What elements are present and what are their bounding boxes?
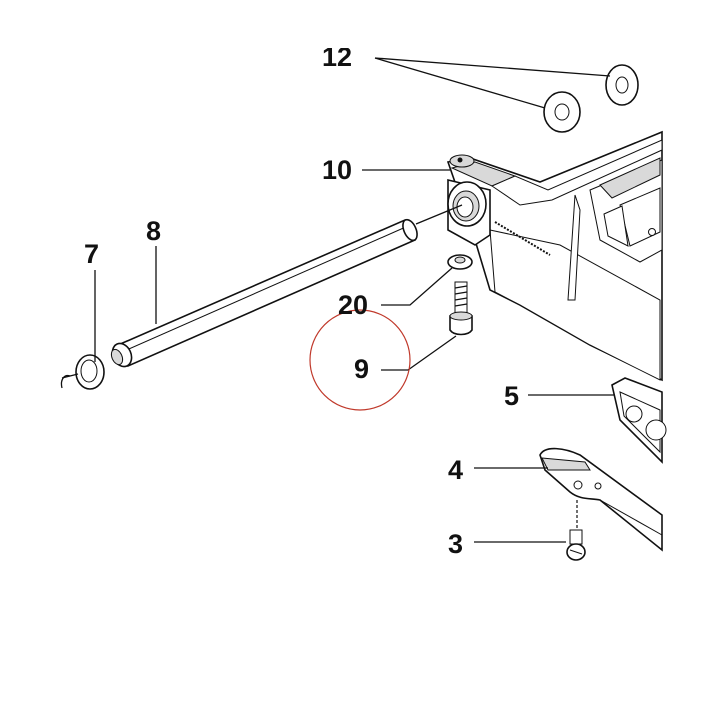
callout-4: 4 <box>448 455 463 485</box>
washer-12-lower[interactable] <box>543 91 581 133</box>
callout-20: 20 <box>338 290 368 320</box>
washer-20[interactable] <box>447 254 473 270</box>
bolt-9[interactable] <box>449 281 473 336</box>
callout-3: 3 <box>448 529 463 559</box>
screw-3[interactable] <box>566 500 586 561</box>
washer-12-upper[interactable] <box>605 64 639 106</box>
axle-shaft[interactable] <box>109 218 420 370</box>
callout-10: 10 <box>322 155 352 185</box>
callout-9: 9 <box>354 354 369 384</box>
top-clip-mask <box>300 0 380 48</box>
circlip[interactable] <box>60 354 105 390</box>
swing-arm[interactable] <box>446 130 663 382</box>
callout-8: 8 <box>146 216 161 246</box>
leader-lines <box>94 57 615 543</box>
highlight-circle <box>309 309 411 411</box>
callout-5: 5 <box>504 381 519 411</box>
callout-7: 7 <box>84 239 99 269</box>
lever-4[interactable] <box>539 447 663 552</box>
bracket-5[interactable] <box>611 377 667 464</box>
